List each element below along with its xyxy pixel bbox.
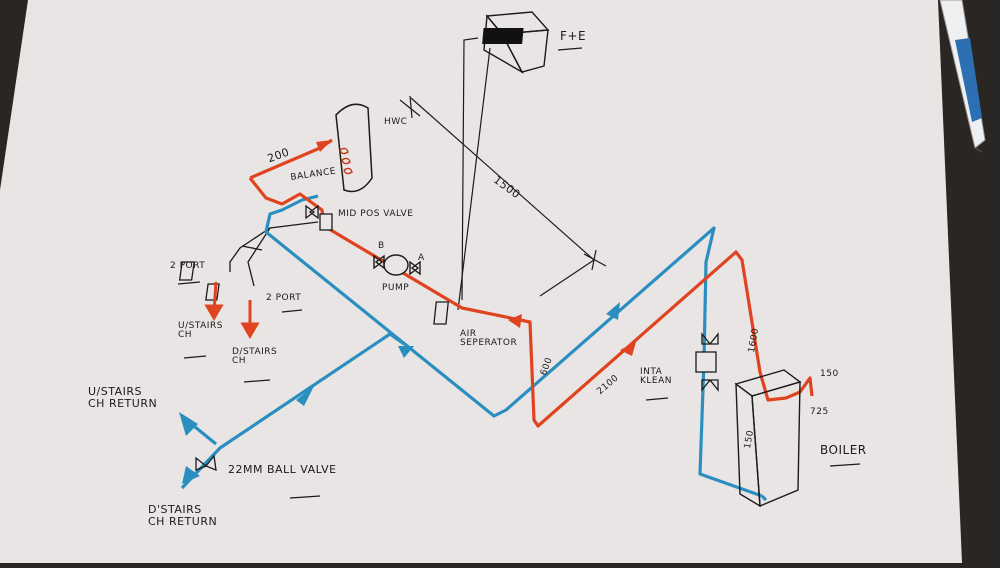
ch-flow-arrows [204, 281, 260, 339]
ball-valve [195, 454, 217, 472]
paper-sheet [0, 0, 962, 563]
circulating-pump [373, 254, 421, 276]
fe-label: F+E [560, 29, 587, 43]
mid-pos-valve-label: MID POS VALVE [338, 209, 414, 219]
dstairs-return-label: D'STAIRS CH RETURN [148, 503, 218, 528]
valve-b-label: B [378, 241, 385, 251]
two-port-label-1: 2 PORT [170, 261, 206, 271]
boiler [734, 369, 802, 508]
hwc-label: HWC [384, 117, 408, 127]
ustairs-return-label: U/STAIRS CH RETURN [88, 385, 158, 410]
fe-tank [482, 11, 550, 74]
ustairs-ch-label: U/STAIRS CH [178, 321, 223, 341]
length-725-label: 725 [810, 407, 829, 417]
two-port-label-2: 2 PORT [266, 293, 302, 303]
hot-water-cylinder [335, 103, 373, 193]
boiler-label: BOILER [820, 443, 867, 457]
air-separator [433, 301, 449, 325]
inta-klean-filter [695, 332, 719, 392]
length-150-top-label: 150 [820, 369, 839, 379]
feed-lines [399, 37, 607, 311]
inta-klean-label: INTA KLEAN [640, 367, 672, 387]
label-underlines [177, 47, 861, 499]
return-arrows [179, 302, 620, 484]
ball-valve-label: 22MM BALL VALVE [228, 463, 337, 476]
dstairs-ch-label: D/STAIRS CH [232, 347, 278, 367]
mid-pos-valve [305, 204, 333, 231]
valve-a-label: A [418, 253, 425, 263]
pump-label: PUMP [382, 283, 410, 293]
pen-icon [939, 0, 986, 153]
two-port-valves [178, 221, 319, 301]
air-separator-label: AIR SEPERATOR [460, 329, 518, 349]
flow-arrows [316, 140, 636, 356]
